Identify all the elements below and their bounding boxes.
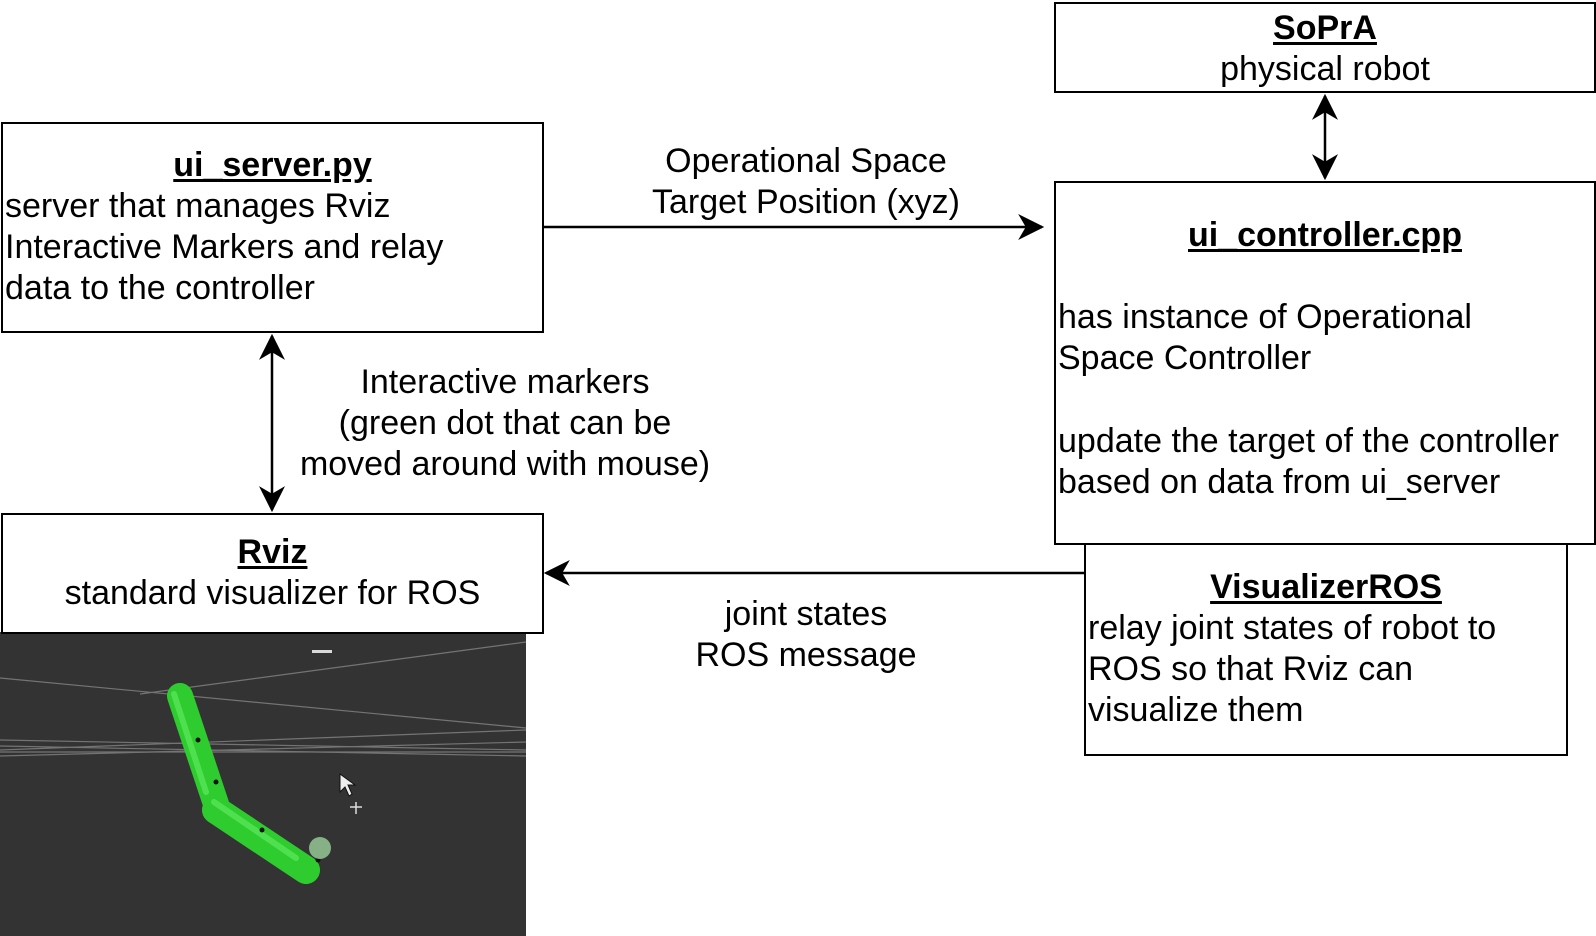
- sopra-title: SoPrA: [1273, 9, 1377, 47]
- edge-label-visualizer-to-rviz-line-1: joint states: [724, 595, 888, 633]
- edge-label-server-rviz-line-2: (green dot that can be: [338, 404, 672, 442]
- visualizer-ros-line-2: ROS so that Rviz can: [1088, 650, 1414, 688]
- rviz-node: Rviz standard visualizer for ROS: [1, 513, 544, 634]
- sopra-node: SoPrA physical robot: [1054, 2, 1596, 93]
- rviz-title: Rviz: [237, 533, 308, 571]
- ui-server-node: ui_server.py server that manages Rviz In…: [1, 122, 544, 333]
- ui-controller-node: ui_controller.cpp has instance of Operat…: [1054, 181, 1596, 545]
- interactive-marker-dot[interactable]: [309, 837, 331, 859]
- visualizer-ros-line-1: relay joint states of robot to: [1088, 609, 1497, 647]
- sopra-description: physical robot: [1220, 50, 1430, 88]
- edge-label-server-to-controller-line-1: Operational Space: [665, 142, 947, 180]
- mouse-cursor-icon: [339, 773, 362, 814]
- robot-arm-rendering: [0, 632, 526, 936]
- edge-label-server-rviz-line-1: Interactive markers: [360, 363, 650, 401]
- rviz-description: standard visualizer for ROS: [64, 574, 481, 612]
- edge-label-visualizer-to-rviz: joint states ROS message: [666, 594, 946, 676]
- visualizer-ros-node: VisualizerROS relay joint states of robo…: [1084, 530, 1568, 756]
- edge-label-server-to-controller: Operational Space Target Position (xyz): [594, 141, 1018, 223]
- edge-label-visualizer-to-rviz-line-2: ROS message: [695, 636, 917, 674]
- ui-server-line-2: Interactive Markers and relay: [5, 228, 444, 266]
- ui-server-line-3: data to the controller: [5, 269, 315, 307]
- visualizer-ros-line-3: visualize them: [1088, 691, 1304, 729]
- edge-label-server-to-controller-line-2: Target Position (xyz): [652, 183, 960, 221]
- ui-controller-line-3: update the target of the controller: [1058, 422, 1559, 460]
- ui-server-title: ui_server.py: [173, 146, 372, 184]
- rviz-screenshot: [0, 632, 526, 936]
- edge-label-server-rviz: Interactive markers (green dot that can …: [282, 362, 728, 485]
- visualizer-ros-title: VisualizerROS: [1210, 568, 1442, 606]
- ui-server-line-1: server that manages Rviz: [5, 187, 391, 225]
- ui-controller-title: ui_controller.cpp: [1188, 216, 1462, 254]
- ui-controller-line-4: based on data from ui_server: [1058, 463, 1501, 501]
- rviz-grid: [0, 641, 526, 757]
- ui-controller-line-2: Space Controller: [1058, 339, 1312, 377]
- ui-controller-line-1: has instance of Operational: [1058, 298, 1472, 336]
- rviz-marker-dash: [312, 650, 332, 653]
- robot-arm-icon: [167, 683, 321, 884]
- edge-label-server-rviz-line-3: moved around with mouse): [299, 445, 711, 483]
